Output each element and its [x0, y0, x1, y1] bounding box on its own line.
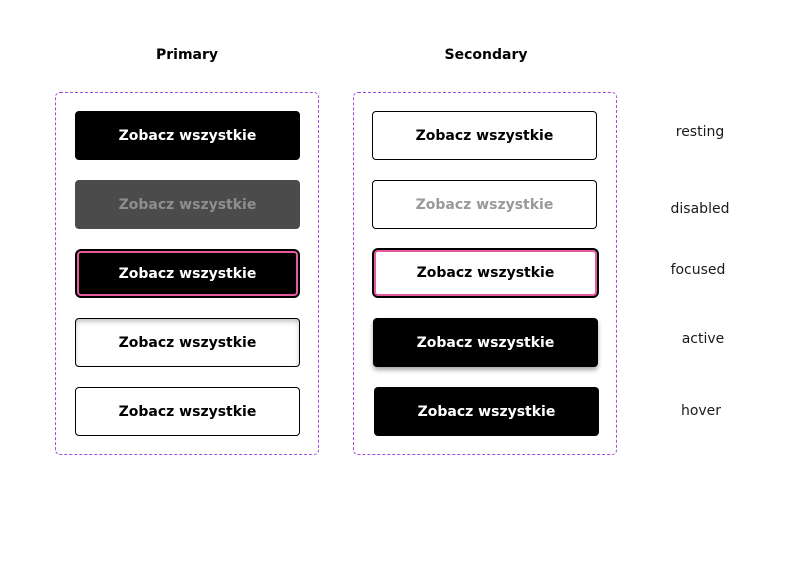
primary-button-focused[interactable]: Zobacz wszystkie: [77, 251, 298, 296]
secondary-button-focused[interactable]: Zobacz wszystkie: [374, 250, 597, 296]
primary-button-disabled: Zobacz wszystkie: [75, 180, 300, 229]
state-label-active: active: [681, 331, 725, 347]
primary-column-title: Primary: [155, 47, 219, 63]
state-label-focused: focused: [670, 262, 726, 278]
primary-button-hover[interactable]: Zobacz wszystkie: [75, 387, 300, 436]
state-label-disabled: disabled: [670, 201, 730, 217]
secondary-button-resting[interactable]: Zobacz wszystkie: [372, 111, 597, 160]
state-label-resting: resting: [675, 124, 725, 140]
secondary-frame: [353, 92, 617, 455]
secondary-column-title: Secondary: [444, 47, 528, 63]
state-label-hover: hover: [680, 403, 722, 419]
secondary-button-hover[interactable]: Zobacz wszystkie: [374, 387, 599, 436]
primary-button-resting[interactable]: Zobacz wszystkie: [75, 111, 300, 160]
primary-button-active[interactable]: Zobacz wszystkie: [75, 318, 300, 367]
secondary-button-disabled: Zobacz wszystkie: [372, 180, 597, 229]
secondary-button-active[interactable]: Zobacz wszystkie: [373, 318, 598, 367]
primary-frame: [55, 92, 319, 455]
